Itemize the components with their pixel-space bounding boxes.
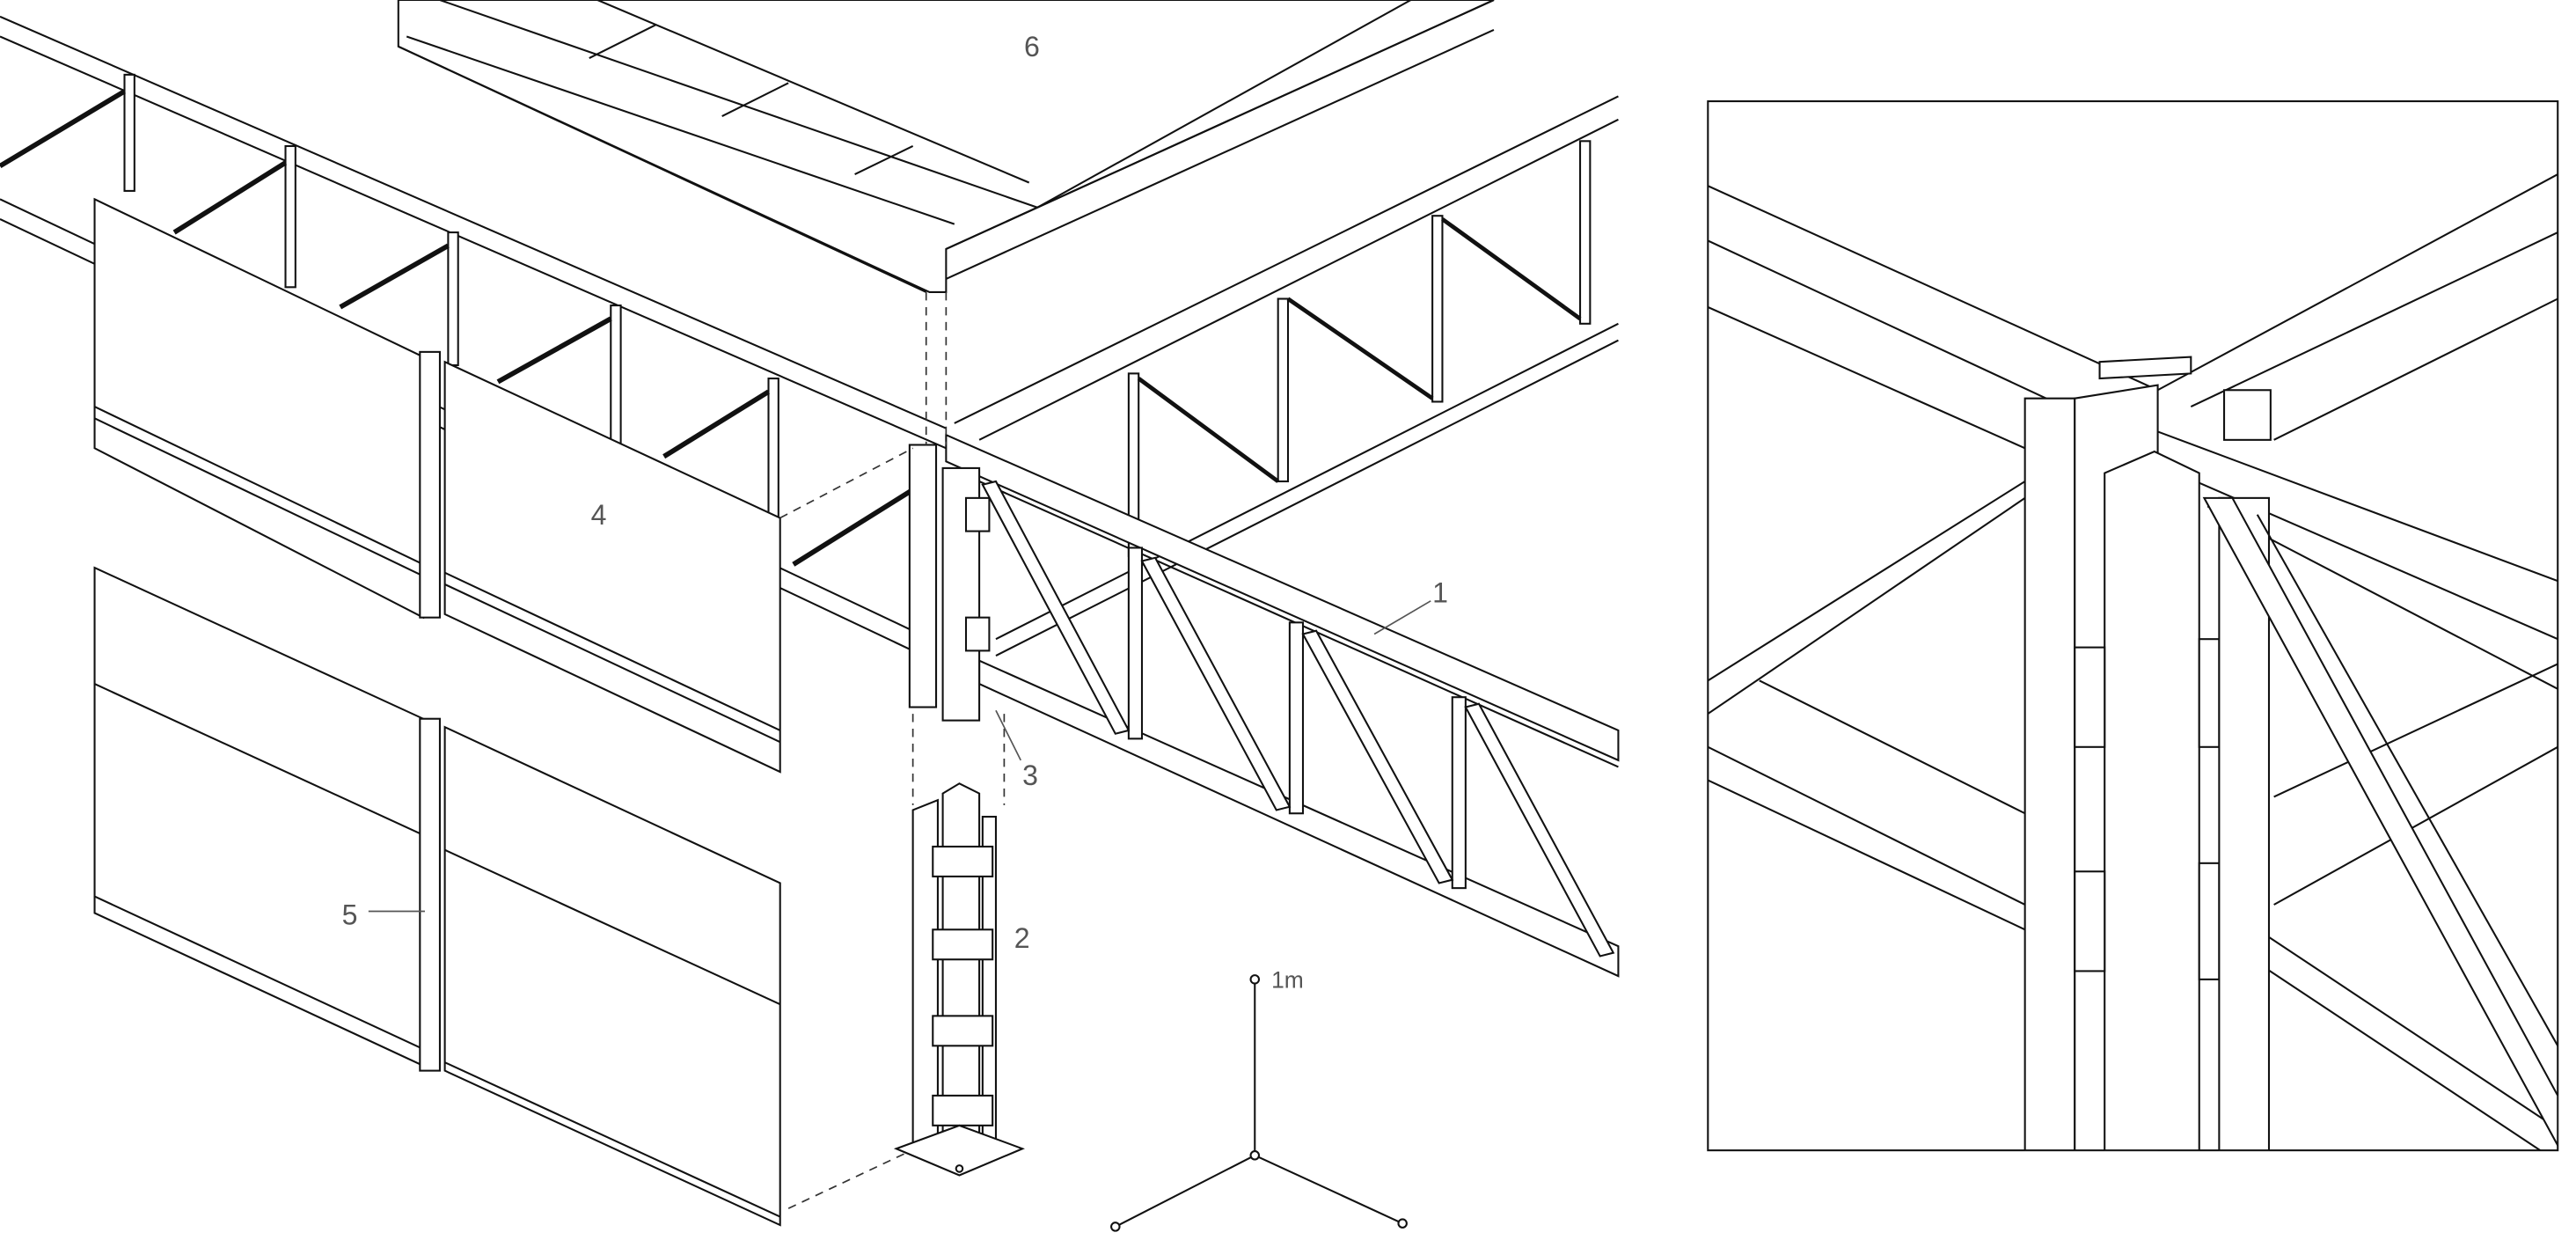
upper-panels: [93, 197, 914, 774]
detail-inset: [1707, 100, 2559, 1152]
label-column: 2: [1014, 922, 1030, 954]
label-upper-panel: 4: [591, 499, 607, 531]
corner-connector: [908, 291, 991, 722]
lower-panels: [93, 566, 905, 1227]
scale-axes: [1110, 974, 1408, 1232]
label-roof: 6: [1024, 31, 1040, 62]
leader-1: [1373, 600, 1431, 635]
column: [893, 714, 1025, 1177]
label-connector: 3: [1022, 759, 1038, 791]
front-truss-verticals: [1127, 547, 1467, 890]
leader-3: [995, 709, 1022, 761]
back-truss: [954, 95, 1619, 657]
scale-label: 1m: [1271, 966, 1304, 993]
truss-verticals: [123, 73, 779, 529]
label-truss: 1: [1432, 577, 1448, 609]
label-lower-panel: 5: [342, 899, 358, 931]
front-truss: [945, 433, 1620, 978]
roof-slab: [397, 0, 1495, 294]
